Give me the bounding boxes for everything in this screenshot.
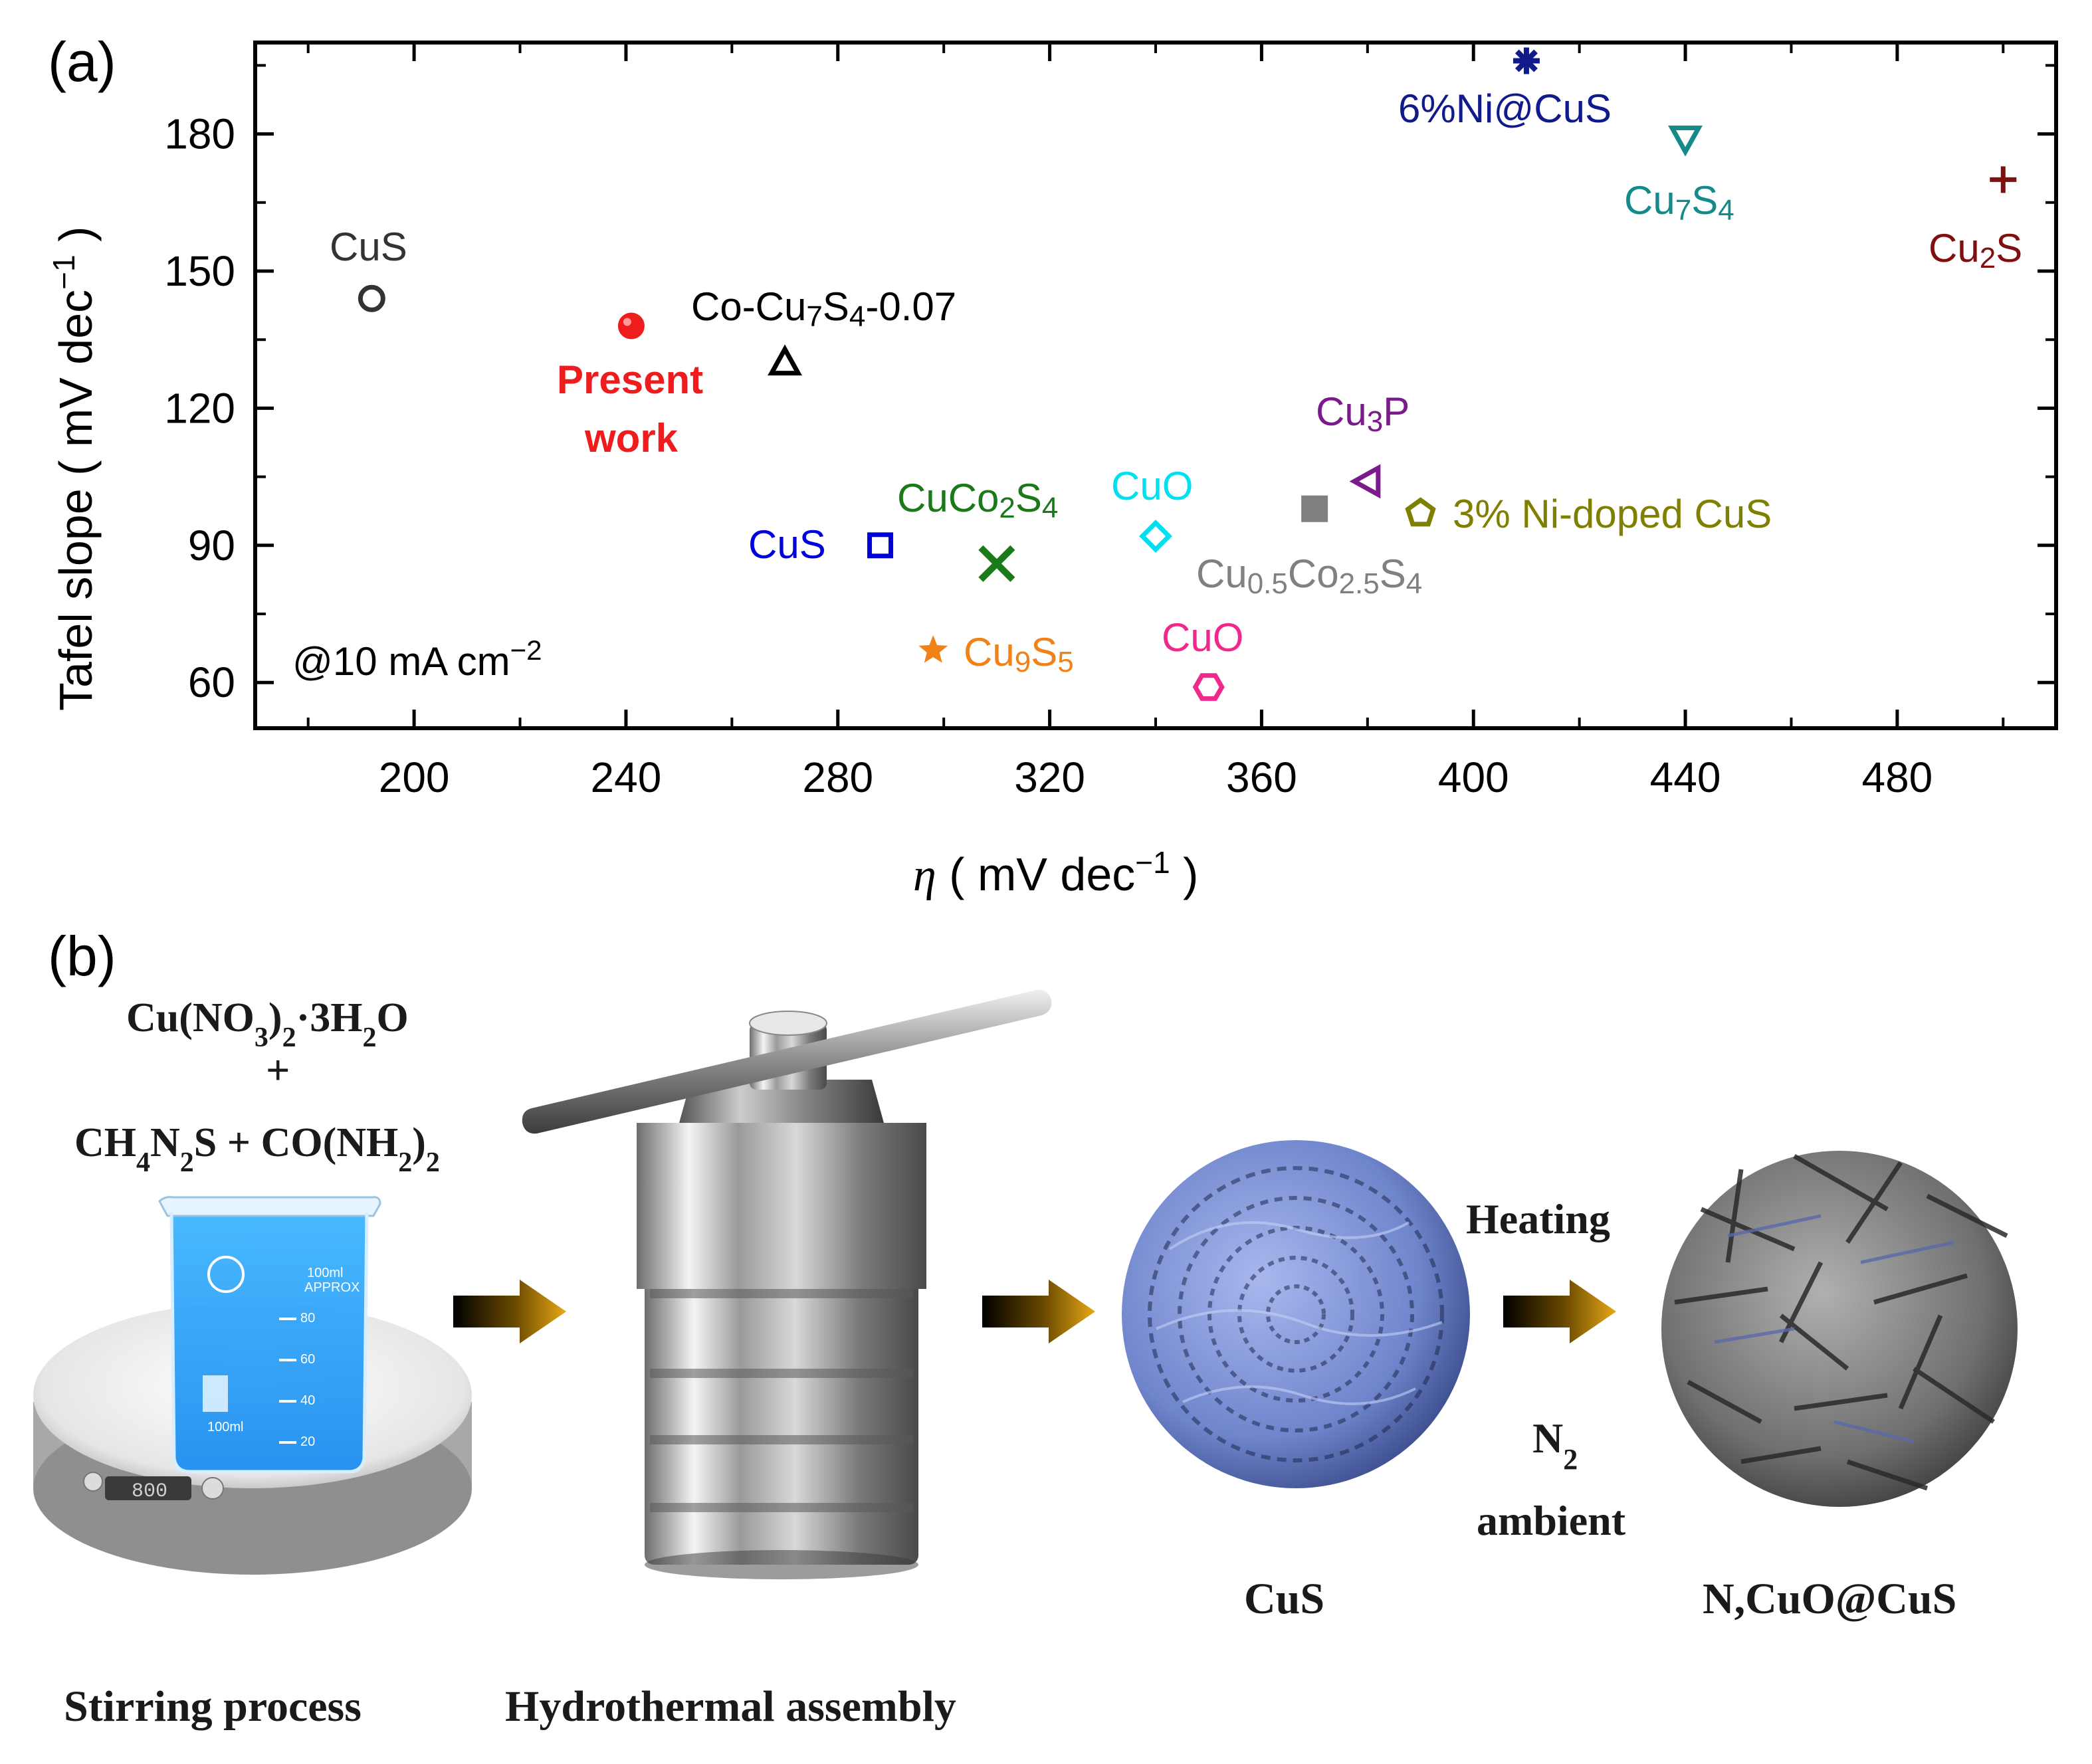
data-point	[867, 532, 894, 559]
reagent-copper-nitrate: Cu(NO3)2·3H2O	[126, 995, 409, 1053]
label-cus-left: CuS	[330, 225, 407, 269]
n-cuo-cus-sphere-image	[1661, 1151, 2018, 1507]
reagent-plus: +	[266, 1046, 290, 1094]
data-point	[978, 545, 1015, 582]
y-tick-label: 90	[188, 522, 235, 569]
plot-frame	[253, 41, 2058, 730]
data-point	[1349, 464, 1381, 499]
data-point	[1990, 166, 2017, 193]
beaker-tick-80: 80	[300, 1311, 315, 1325]
label-present-2: work	[584, 416, 679, 460]
stirrer-display	[105, 1476, 191, 1500]
n2-label: N2	[1532, 1415, 1578, 1476]
data-point	[1405, 497, 1436, 527]
label-cu9s5: Cu9S5	[964, 630, 1074, 678]
data-point	[1192, 673, 1225, 701]
x-axis-title: η ( mV dec−1 )	[913, 845, 1198, 901]
panel-a-label: (a)	[48, 31, 116, 93]
beaker-tick-60: 60	[300, 1352, 315, 1367]
step-stirring-label: Stirring process	[64, 1682, 362, 1731]
reagent-thiourea-urea: CH4N2S + CO(NH2)2	[74, 1120, 440, 1178]
panel-b-label: (b)	[48, 925, 116, 987]
y-tick-label: 150	[164, 247, 235, 295]
data-point	[768, 344, 803, 376]
data-point	[1139, 520, 1172, 553]
label-cuo-cyan: CuO	[1111, 464, 1193, 508]
x-tick-label: 400	[1438, 753, 1509, 801]
x-tick-label: 200	[379, 753, 450, 801]
beaker-100ml-label: 100ml	[307, 1266, 343, 1280]
beaker-bottom-100ml: 100ml	[207, 1420, 243, 1434]
x-tick-label: 440	[1650, 753, 1721, 801]
data-point	[1513, 47, 1540, 74]
label-cu05co25s4: Cu0.5Co2.5S4	[1196, 551, 1422, 600]
arrow-3-icon	[1503, 1280, 1616, 1343]
label-at-10ma: @10 mA cm−2	[292, 635, 542, 684]
y-axis-title: Tafel slope ( mV dec−1 )	[47, 227, 102, 711]
x-tick-label: 480	[1861, 753, 1933, 801]
data-point	[1668, 125, 1703, 157]
label-3pct-ni: 3% Ni-doped CuS	[1453, 492, 1772, 536]
cus-sphere-image	[1122, 1140, 1470, 1488]
stirrer-with-beaker: 800 100ml APPROX 80 60 40 20 100ml	[33, 1196, 472, 1575]
scatter-chart: 200 240 280 320 360 400 440 480 60 90 120 150 180 Cu…	[47, 41, 2058, 901]
step-hydrothermal-label: Hydrothermal assembly	[505, 1682, 956, 1731]
label-present-1: Present	[557, 357, 703, 402]
label-cus-blue: CuS	[748, 522, 826, 567]
ambient-label: ambient	[1477, 1497, 1626, 1544]
y-tick-label: 60	[188, 658, 235, 706]
label-6pct-ni: 6%Ni@CuS	[1398, 86, 1612, 131]
y-tick-label: 180	[164, 110, 235, 158]
beaker-logo-icon	[207, 1256, 245, 1293]
x-tick-label: 240	[591, 753, 662, 801]
data-point	[1301, 495, 1328, 522]
label-cu3p: Cu3P	[1316, 389, 1410, 438]
stirrer-display-value: 800	[132, 1480, 167, 1503]
data-points	[358, 47, 2017, 701]
data-point	[358, 284, 385, 312]
x-tick-label: 360	[1226, 753, 1297, 801]
x-tick-label: 320	[1014, 753, 1085, 801]
label-cu2s: Cu2S	[1929, 226, 2022, 274]
y-tick-label: 120	[164, 384, 235, 432]
beaker-approx-label: APPROX	[304, 1280, 360, 1295]
x-tick-label: 280	[802, 753, 873, 801]
arrow-1-icon	[453, 1280, 566, 1343]
beaker-tick-20: 20	[300, 1434, 315, 1449]
beaker-tick-40: 40	[300, 1393, 315, 1408]
heating-label: Heating	[1466, 1195, 1610, 1242]
label-cocu: Co-Cu7S4-0.07	[691, 284, 956, 333]
label-cu7s4: Cu7S4	[1624, 178, 1734, 227]
hydrothermal-autoclave	[522, 989, 1052, 1579]
step-ncuo-cus-label: N,CuO@CuS	[1703, 1575, 1956, 1623]
step-cus-label: CuS	[1244, 1575, 1324, 1623]
data-point	[617, 312, 645, 340]
label-cuco2s4: CuCo2S4	[897, 476, 1058, 524]
axes: 200 240 280 320 360 400 440 480 60 90 120 150 180	[164, 43, 2056, 801]
data-point	[918, 635, 948, 663]
arrow-2-icon	[982, 1280, 1095, 1343]
label-cuo-pink: CuO	[1162, 615, 1243, 660]
